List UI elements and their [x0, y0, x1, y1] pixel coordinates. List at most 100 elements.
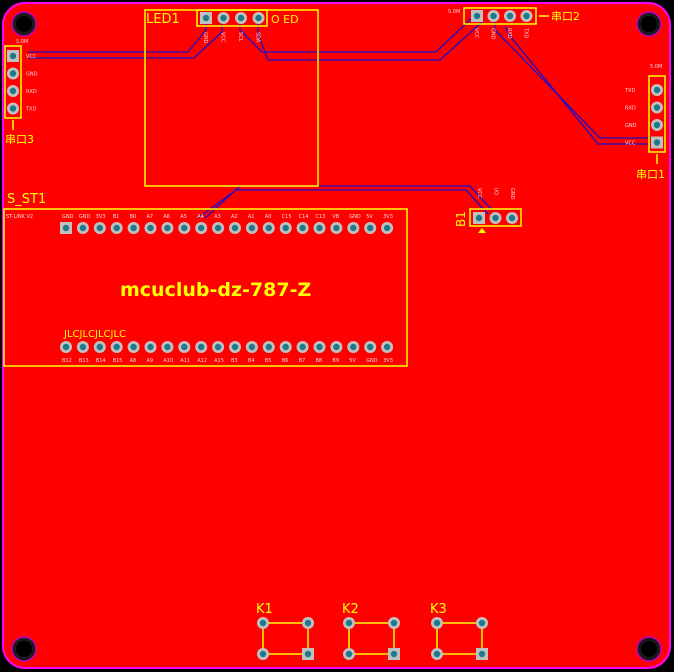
- mcu-top-pad[interactable]: [178, 222, 191, 234]
- mcu-top-pad[interactable]: [245, 222, 258, 234]
- mcu-top-pad[interactable]: [60, 222, 72, 234]
- mcu-bottom-pad[interactable]: [381, 341, 394, 353]
- key-pad[interactable]: [476, 617, 488, 629]
- mcu-bottom-pad[interactable]: [313, 341, 326, 353]
- key-pad[interactable]: [476, 648, 488, 660]
- mcu-top-pad[interactable]: [110, 222, 123, 234]
- mcu-top-pin-label: A6: [163, 214, 170, 220]
- uart3-pad-gnd[interactable]: [7, 67, 19, 80]
- uart2-pad-vcc[interactable]: [471, 10, 483, 22]
- buzzer-pad-vcc[interactable]: [473, 212, 485, 224]
- mcu-top-pin-label: B0: [130, 214, 137, 220]
- uart1-pad-vcc[interactable]: [651, 136, 663, 149]
- uart3-pad-rxd[interactable]: [7, 85, 19, 97]
- mcu-bottom-pad[interactable]: [330, 341, 343, 353]
- uart1-pad-rxd[interactable]: [651, 101, 663, 114]
- key-k2[interactable]: K2: [342, 602, 400, 660]
- mcu-bottom-pad[interactable]: [229, 341, 241, 353]
- mcu-top-pad[interactable]: [229, 222, 241, 234]
- mcu-top-pin-label: VB: [332, 214, 339, 220]
- mcu-bottom-pin-label: A10: [163, 358, 173, 364]
- mcu-top-pad[interactable]: [144, 222, 157, 234]
- led1-pad-vcc[interactable]: [217, 12, 230, 24]
- mcu-bottom-pad[interactable]: [110, 341, 123, 353]
- mcu-top-pad[interactable]: [127, 222, 140, 234]
- mcu-bottom-pad[interactable]: [279, 341, 292, 353]
- uart1-pad-gnd[interactable]: [651, 119, 663, 131]
- key-k1[interactable]: K1: [256, 602, 314, 660]
- mcu-bottom-pad[interactable]: [347, 341, 360, 353]
- mcu-bottom-pad[interactable]: [60, 341, 72, 353]
- uart2-pad-gnd[interactable]: [487, 10, 500, 22]
- uart3-pad-txd[interactable]: [7, 102, 19, 115]
- mcu-module[interactable]: S_ST1 mcuclub-dz-787-Z JLCJLCJLCJLC ST-L…: [3, 192, 408, 367]
- mcu-bottom-pad[interactable]: [245, 341, 258, 353]
- mcu-bottom-pad[interactable]: [296, 341, 309, 353]
- mcu-bottom-pad[interactable]: [161, 341, 174, 353]
- mcu-bottom-pad[interactable]: [93, 341, 106, 353]
- uart2-pad-rxd[interactable]: [504, 10, 516, 22]
- uart1-pin-label: VCC: [625, 141, 636, 147]
- key-pad[interactable]: [431, 617, 443, 629]
- mcu-top-pin-label: A7: [147, 214, 154, 220]
- key-pad[interactable]: [257, 617, 269, 629]
- mcu-bottom-pad[interactable]: [195, 341, 208, 353]
- mcu-bottom-pad[interactable]: [178, 341, 191, 353]
- key-pad[interactable]: [431, 648, 443, 660]
- mcu-bottom-pin-label: A11: [180, 358, 190, 364]
- buzzer-designator: B1: [454, 211, 468, 227]
- mcu-bottom-pad[interactable]: [76, 341, 89, 353]
- key-pad[interactable]: [302, 617, 314, 629]
- buzzer-pad-gnd[interactable]: [506, 212, 518, 224]
- led1-pad-gnd[interactable]: [200, 12, 212, 24]
- mcu-top-pin-label: C13: [316, 214, 326, 220]
- mcu-bottom-pad[interactable]: [262, 341, 275, 353]
- uart1-pad-txd[interactable]: [651, 84, 663, 96]
- mcu-top-pad[interactable]: [76, 222, 89, 234]
- uart2-pad-txd[interactable]: [520, 10, 533, 22]
- mcu-top-pin-label: A1: [248, 214, 255, 220]
- uart2-pin-label: RXD: [506, 28, 512, 39]
- led1-suffix: O ED: [271, 13, 299, 26]
- mcu-top-pad[interactable]: [195, 222, 208, 234]
- key-pad[interactable]: [388, 648, 400, 660]
- buzzer-pad-io[interactable]: [489, 212, 502, 224]
- mcu-bottom-pad[interactable]: [144, 341, 157, 353]
- mcu-top-pad[interactable]: [381, 222, 394, 234]
- mcu-top-pad[interactable]: [262, 222, 275, 234]
- key-pad[interactable]: [343, 648, 355, 660]
- key-k3[interactable]: K3: [430, 602, 488, 660]
- mcu-top-pad[interactable]: [212, 222, 225, 234]
- mcu-bottom-pad[interactable]: [364, 341, 377, 353]
- led1-pad-scl[interactable]: [235, 12, 247, 24]
- uart3-pad-vcc[interactable]: [7, 50, 19, 62]
- mcu-bottom-pin-label: B6: [282, 358, 289, 364]
- uart1-tag: 5.0M: [650, 64, 662, 70]
- mcu-top-pad[interactable]: [347, 222, 360, 234]
- mcu-bottom-pin-label: B5: [265, 358, 272, 364]
- key-pad[interactable]: [257, 648, 269, 660]
- uart1-pin-label: GND: [625, 123, 637, 129]
- key-pad[interactable]: [302, 648, 314, 660]
- mcu-top-pad[interactable]: [330, 222, 343, 234]
- mcu-top-pin-label: C14: [299, 214, 309, 220]
- key-pad[interactable]: [388, 617, 400, 629]
- mcu-top-pad[interactable]: [296, 222, 309, 234]
- mcu-bottom-pad[interactable]: [212, 341, 225, 353]
- mcu-top-pad[interactable]: [313, 222, 326, 234]
- mcu-bottom-pad[interactable]: [127, 341, 140, 353]
- key-pad[interactable]: [343, 617, 355, 629]
- mcu-top-pad[interactable]: [161, 222, 174, 234]
- led1-pad-sda[interactable]: [252, 12, 265, 24]
- mcu-top-pad[interactable]: [364, 222, 377, 234]
- mcu-top-pad[interactable]: [279, 222, 292, 234]
- led1-designator: LED1: [146, 12, 180, 27]
- mcu-top-pad[interactable]: [93, 222, 106, 234]
- mounting-hole-bottom-left: [11, 636, 37, 662]
